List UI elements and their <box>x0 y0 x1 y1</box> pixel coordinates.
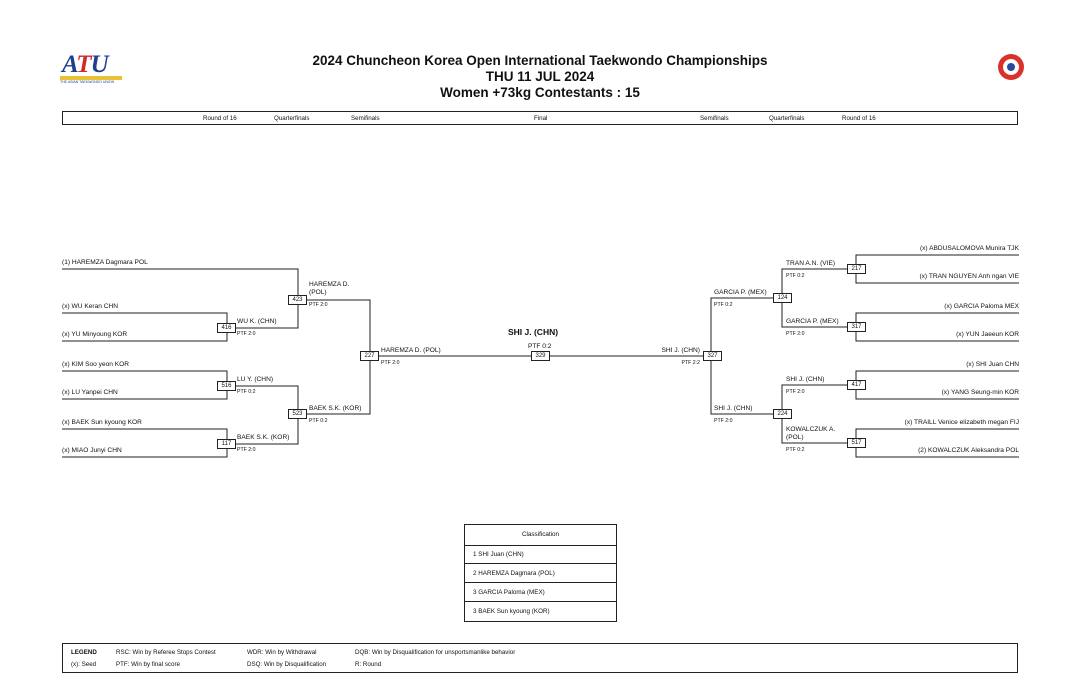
classification-row-3b: 3 BAEK Sun kyoung (KOR) <box>473 608 550 615</box>
competitor-right-2: (x) TRAN NGUYEN Anh ngan VIE <box>919 273 1019 280</box>
match-box-left-sf: 227 <box>360 351 379 361</box>
result-right-qf1: PTF 0:2 <box>714 302 733 308</box>
competitor-left-7: (x) MIAO Junyi CHN <box>62 447 122 454</box>
legend-rsc: RSC: Win by Referee Stops Contest <box>116 649 216 656</box>
competitor-left-1: (1) HAREMZA Dagmara POL <box>62 259 148 266</box>
competitor-left-3: (x) YU Minyoung KOR <box>62 331 128 338</box>
champion-name: SHI J. (CHN) <box>508 327 559 337</box>
match-box-right-r16a: 217 <box>847 264 866 274</box>
winner-left-sf: HAREMZA D. (POL) <box>381 347 441 354</box>
winner-left-qf1-name: HAREMZA D. <box>309 281 350 288</box>
competitor-right-7: (x) TRAILL Venice elizabeth megan FIJ <box>904 419 1019 426</box>
legend-box: LEGEND RSC: Win by Referee Stops Contest… <box>62 643 1018 673</box>
legend-ptf: PTF: Win by final score <box>116 661 180 668</box>
weight-category: Women +73kg Contestants : 15 <box>440 85 640 100</box>
match-box-right-r16b: 317 <box>847 322 866 332</box>
round-label-left-sf: Semifinals <box>351 115 380 122</box>
round-label-right-qf: Quarterfinals <box>769 115 805 122</box>
result-right-sf: PTF 2:2 <box>681 360 700 366</box>
result-left-sf: PTF 2:0 <box>381 360 400 366</box>
result-right-r16a: PTF 0:2 <box>786 273 805 279</box>
winner-left-qf1-country: (POL) <box>309 289 327 296</box>
result-left-r16c: PTF 2:0 <box>237 447 256 453</box>
winner-left-r16b: LU Y. (CHN) <box>237 376 274 383</box>
classification-row-2: 2 HAREMZA Dagmara (POL) <box>465 564 616 583</box>
final-result: PTF 0:2 <box>528 343 552 350</box>
match-box-right-r16c: 417 <box>847 380 866 390</box>
legend-seed: (x): Seed <box>71 661 97 668</box>
legend-dqb: DQB: Win by Disqualification for unsport… <box>355 649 516 656</box>
result-left-r16a: PTF 2:0 <box>237 331 256 337</box>
legend-label: LEGEND <box>71 649 97 656</box>
winner-left-qf2: BAEK S.K. (KOR) <box>309 405 362 412</box>
winner-right-qf1: GARCIA P. (MEX) <box>714 289 767 296</box>
winner-right-r16d-name: KOWALCZUK A. <box>786 426 836 433</box>
result-right-r16b: PTF 2:0 <box>786 331 805 337</box>
match-box-final: 329 <box>531 351 550 361</box>
competitor-right-8: (2) KOWALCZUK Aleksandra POL <box>918 447 1019 454</box>
winner-left-r16c: BAEK S.K. (KOR) <box>237 434 290 441</box>
round-label-left-r16: Round of 16 <box>203 115 237 122</box>
competitor-right-4: (x) YUN Jaeeun KOR <box>956 331 1019 338</box>
classification-row-3a: 3 GARCIA Paloma (MEX) <box>465 583 616 602</box>
legend-round: R: Round <box>355 661 382 668</box>
winner-right-qf2: SHI J. (CHN) <box>714 405 753 412</box>
round-header-bar: Round of 16 Quarterfinals Semifinals Fin… <box>62 111 1018 125</box>
match-box-right-sf: 327 <box>703 351 722 361</box>
result-right-r16d: PTF 0:2 <box>786 447 805 453</box>
atu-logo: ATU THE ASIAN TAEKWONDO UNION <box>58 51 130 84</box>
winner-left-r16a: WU K. (CHN) <box>237 318 277 325</box>
match-box-left-r16b: 516 <box>217 381 236 391</box>
round-label-right-r16: Round of 16 <box>842 115 876 122</box>
legend-wdr: WDR: Win by Withdrawal <box>247 649 317 656</box>
match-box-right-qf1: 124 <box>773 293 792 303</box>
winner-right-r16a: TRAN A.N. (VIE) <box>786 260 836 267</box>
competitor-right-3: (x) GARCIA Paloma MEX <box>944 303 1019 310</box>
round-label-final: Final <box>534 115 548 122</box>
logo-subtitle: THE ASIAN TAEKWONDO UNION <box>60 80 115 84</box>
result-left-r16b: PTF 0:2 <box>237 389 256 395</box>
match-box-left-r16a: 416 <box>217 323 236 333</box>
winner-right-sf: SHI J. (CHN) <box>661 347 700 354</box>
match-box-left-r16c: 117 <box>217 439 236 449</box>
competitor-left-5: (x) LU Yanpei CHN <box>62 389 118 396</box>
competitor-left-4: (x) KIM Soo yeon KOR <box>62 361 130 368</box>
round-label-left-qf: Quarterfinals <box>274 115 310 122</box>
federation-emblem-icon <box>998 54 1024 80</box>
competitor-right-6: (x) YANG Seung-min KOR <box>941 389 1019 396</box>
competitor-left-6: (x) BAEK Sun kyoung KOR <box>62 419 142 426</box>
result-left-qf1: PTF 2:0 <box>309 302 328 308</box>
winner-right-r16c: SHI J. (CHN) <box>786 376 825 383</box>
classification-table: Classification 1 SHI Juan (CHN) 2 HAREMZ… <box>464 524 617 622</box>
match-box-left-qf1: 423 <box>288 295 307 305</box>
competitor-right-5: (x) SHI Juan CHN <box>966 361 1019 368</box>
event-title: 2024 Chuncheon Korea Open International … <box>312 53 768 68</box>
result-right-r16c: PTF 2:0 <box>786 389 805 395</box>
match-box-left-qf2: 523 <box>288 409 307 419</box>
competitor-left-2: (x) WU Keran CHN <box>62 303 119 310</box>
match-box-right-qf2: 224 <box>773 409 792 419</box>
classification-title: Classification <box>465 525 616 546</box>
winner-right-r16b: GARCIA P. (MEX) <box>786 318 839 325</box>
event-date: THU 11 JUL 2024 <box>485 69 595 84</box>
legend-dsq: DSQ: Win by Disqualification <box>247 661 327 668</box>
competitor-right-1: (x) ABDUSALOMOVA Munira TJK <box>919 245 1019 252</box>
result-right-qf2: PTF 2:0 <box>714 418 733 424</box>
classification-row-1: 1 SHI Juan (CHN) <box>465 545 616 564</box>
match-box-right-r16d: 517 <box>847 438 866 448</box>
round-label-right-sf: Semifinals <box>700 115 729 122</box>
result-left-qf2: PTF 0:2 <box>309 418 328 424</box>
winner-right-r16d-country: (POL) <box>786 434 804 441</box>
